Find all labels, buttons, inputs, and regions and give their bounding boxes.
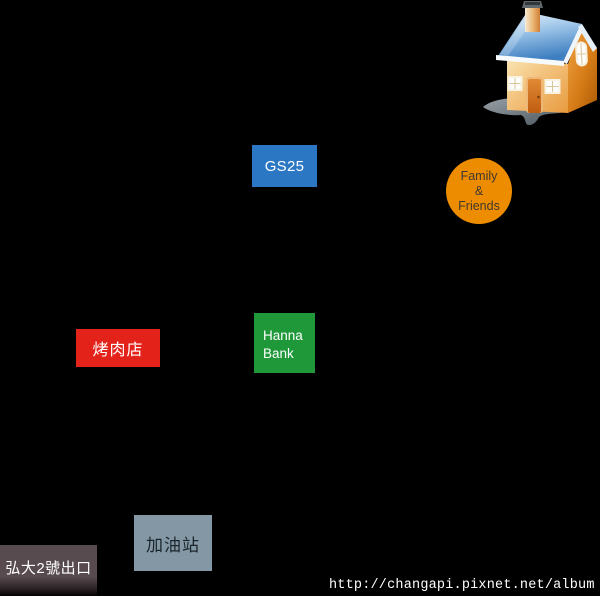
marker-hongdae-exit-2: 弘大2號出口 bbox=[0, 545, 97, 596]
marker-hanna-bank-line2: Bank bbox=[263, 345, 294, 361]
marker-bbq-restaurant: 烤肉店 bbox=[76, 329, 160, 367]
house-icon bbox=[483, 1, 597, 125]
marker-gs25-label: GS25 bbox=[264, 157, 305, 175]
marker-gas-station: 加油站 bbox=[134, 515, 212, 571]
watermark-url: http://changapi.pixnet.net/album bbox=[329, 578, 595, 593]
marker-gas-station-label: 加油站 bbox=[146, 535, 200, 555]
marker-gs25: GS25 bbox=[252, 145, 317, 187]
marker-family-friends-line1: Family bbox=[460, 168, 498, 183]
marker-family-friends-line3: Friends bbox=[458, 198, 500, 213]
marker-family-friends: Family & Friends bbox=[446, 158, 512, 224]
marker-family-friends-line2: & bbox=[474, 183, 484, 198]
marker-hongdae-exit-2-label: 弘大2號出口 bbox=[5, 560, 92, 577]
marker-hanna-bank-line1: Hanna bbox=[263, 327, 303, 343]
marker-bbq-label: 烤肉店 bbox=[92, 342, 144, 359]
marker-hanna-bank: Hanna Bank bbox=[254, 313, 315, 373]
